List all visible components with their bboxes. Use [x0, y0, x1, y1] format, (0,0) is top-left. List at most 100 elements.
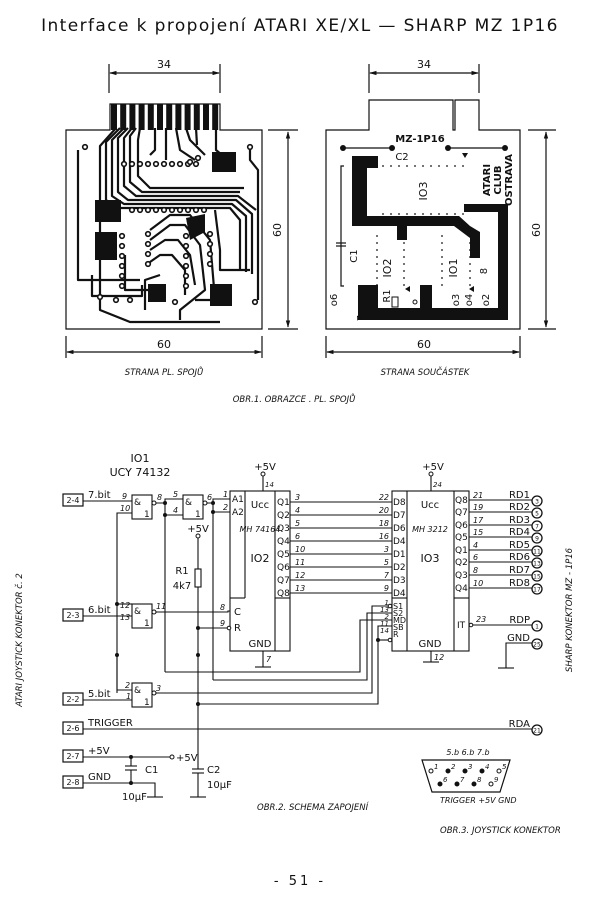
- io2-input-pin: 8: [220, 603, 225, 612]
- pin-label: 8: [479, 268, 490, 274]
- io3-control-label: S1: [393, 602, 403, 611]
- solder-pad: [182, 232, 190, 240]
- solder-pad: [168, 160, 176, 168]
- gate-one-symbol: 1: [195, 510, 201, 520]
- svg-text:8: 8: [157, 493, 162, 502]
- io1-label: IO1: [447, 259, 460, 278]
- c1-symbol-pcb: [336, 242, 346, 247]
- io3-input-pin: 9: [384, 584, 389, 593]
- io2-input-pin: 2: [223, 503, 228, 512]
- io3-input-pin: 3: [384, 545, 389, 554]
- r1-resistor: [194, 568, 202, 588]
- sharp-pin-signal: RD6: [509, 552, 530, 563]
- dim-60-right-bottom: 60: [417, 338, 431, 351]
- io2-body: [229, 490, 291, 652]
- dim-34-left: 34: [157, 58, 171, 71]
- club-line-1: ATARI: [482, 164, 493, 196]
- io2-input-label: C: [234, 607, 241, 618]
- solder-pad: [118, 242, 126, 250]
- r1-supply: +5V: [187, 524, 209, 535]
- io2-gnd-pin: 7: [266, 655, 272, 664]
- io2-output-pin: 12: [295, 571, 305, 580]
- io3-vcc: Ucc: [421, 500, 439, 511]
- io2-output-label: Q3: [277, 524, 290, 534]
- dsub-pin: [471, 781, 477, 787]
- dsub-pin-number: 5: [502, 763, 507, 771]
- c1-label: C1: [349, 249, 360, 262]
- svg-text:5: 5: [173, 490, 178, 499]
- io2-part: MH 74164: [240, 525, 281, 534]
- io3-output-label: Q8: [455, 496, 468, 506]
- dsub-pin: [428, 768, 434, 774]
- atari-pin: 2-2 5.bit: [62, 689, 111, 706]
- edge-finger: [147, 104, 154, 130]
- svg-text:12: 12: [120, 601, 130, 610]
- solder-pad: [182, 272, 190, 280]
- club-line-3: OSTRAVA: [504, 154, 515, 206]
- io3-control-pin: 1: [385, 599, 389, 607]
- edge-finger: [193, 104, 200, 130]
- solder-pad: [128, 160, 136, 168]
- svg-text:4: 4: [173, 506, 178, 515]
- io3-label: IO3: [417, 182, 430, 201]
- solder-pad: [194, 154, 202, 162]
- pcb-copper-pads: [95, 152, 236, 306]
- io3-input-label: D8: [393, 498, 406, 508]
- solder-pad: [168, 206, 176, 214]
- sharp-pin-number: 13: [533, 561, 541, 568]
- dsub-pin-number: 4: [485, 763, 489, 771]
- edge-finger: [203, 104, 209, 130]
- solder-pad: [206, 230, 214, 238]
- dim-60-left-bottom: 60: [157, 338, 171, 351]
- io2-input-pin: 1: [223, 490, 228, 499]
- io2-output-pin: 10: [295, 545, 305, 554]
- solder-pad: [246, 143, 254, 151]
- io3-input-pin: 16: [379, 532, 389, 541]
- solder-pad: [144, 160, 152, 168]
- solder-pad: [136, 160, 144, 168]
- sharp-pin-number: 11: [533, 549, 541, 556]
- gate-1: [131, 494, 153, 520]
- atari-pin-number: 2-7: [66, 752, 79, 761]
- io2-input-label: R: [234, 623, 241, 634]
- dsub-pin-number: 8: [477, 776, 482, 784]
- solder-pad: [176, 160, 184, 168]
- solder-pad: [182, 252, 190, 260]
- io2-pin-labels: Q13Q24Q35Q46Q510Q611Q712Q813A11A22C8R914…: [220, 481, 305, 664]
- io2-input-label: A2: [232, 508, 244, 518]
- c1-name: C1: [145, 765, 158, 776]
- atari-pin-signal: 5.bit: [88, 689, 111, 700]
- atari-pin-signal: 6.bit: [88, 605, 111, 616]
- figure1-caption: OBR.1. OBRAZCE . PL. SPOJŮ: [233, 393, 356, 405]
- solder-pad: [118, 272, 126, 280]
- io2-input-label: A1: [232, 495, 244, 505]
- solder-pad: [182, 282, 190, 290]
- dsub-shell: [421, 759, 511, 793]
- sharp-pin-number: 5: [535, 511, 539, 518]
- gate-4: [131, 682, 153, 708]
- dsub-pin: [479, 768, 485, 774]
- solder-pad: [182, 262, 190, 270]
- club-line-2: CLUB: [493, 165, 504, 194]
- io3-output-label: Q3: [455, 571, 468, 581]
- solder-pad: [186, 158, 194, 166]
- io3-output-label: Q7: [455, 508, 468, 518]
- atari-pin-number: 2-4: [66, 496, 79, 505]
- edge-finger: [166, 104, 173, 130]
- solder-pad: [184, 206, 192, 214]
- pcb-component-side: [325, 64, 556, 358]
- sharp-pin-signal: RD5: [509, 540, 530, 551]
- io3-gnd-pin: 12: [434, 653, 444, 662]
- io3-control-pin: 14: [380, 627, 389, 635]
- pin-label: o3: [451, 294, 462, 306]
- svg-text:3: 3: [156, 684, 161, 693]
- figure2-caption: OBR.2. SCHEMA ZAPOJENÍ: [257, 801, 370, 813]
- solder-pad: [192, 206, 200, 214]
- c2-value: 10µF: [207, 780, 232, 791]
- atari-pin-number: 2-2: [66, 695, 79, 704]
